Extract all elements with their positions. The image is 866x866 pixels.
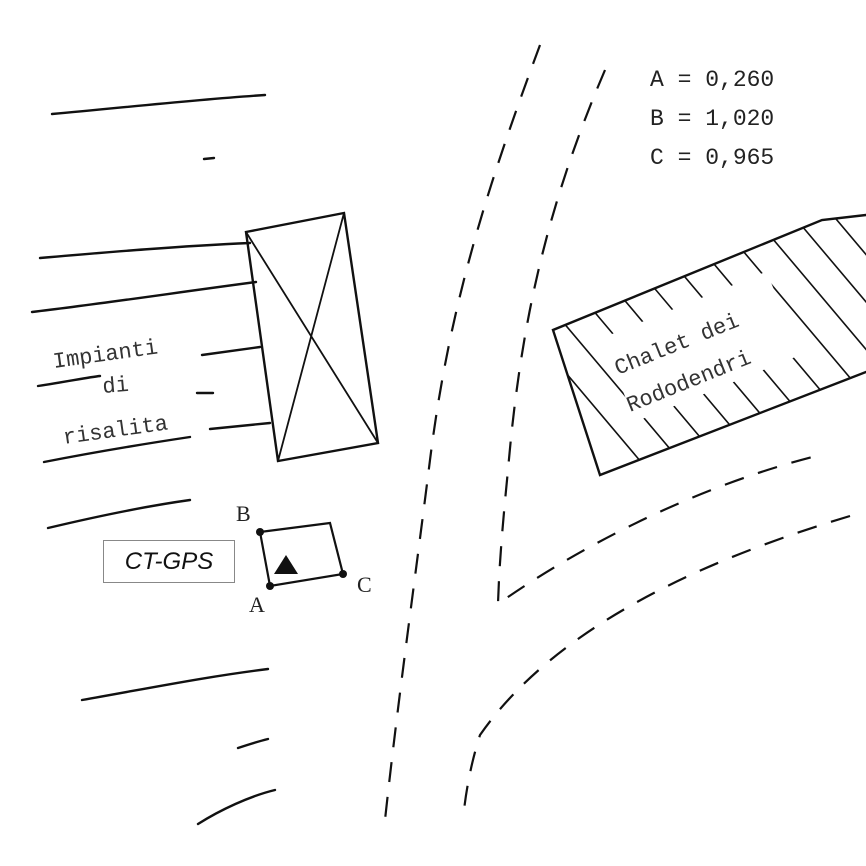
slope-line <box>30 280 258 314</box>
corner-label-a: A <box>249 592 265 617</box>
slope-line <box>42 435 192 464</box>
slope-line <box>36 374 102 388</box>
slope-line <box>38 241 252 260</box>
lift-building-cross <box>245 231 379 444</box>
chalet-building <box>551 213 866 477</box>
slope-line <box>208 421 272 431</box>
lift-building-cross <box>277 212 345 462</box>
chalet-outline <box>551 213 866 477</box>
corner-point-c <box>339 570 347 578</box>
gps-triangle-icon <box>274 555 298 574</box>
road-edge-middle <box>496 69 821 607</box>
measurement-b: B = 1,020 <box>650 106 774 132</box>
measurement-a: A = 0,260 <box>650 67 774 93</box>
slope-line <box>46 498 192 530</box>
dashed-paths <box>383 44 851 821</box>
measurement-c: C = 0,965 <box>650 145 774 171</box>
slope-line <box>80 667 270 702</box>
corner-label-b: B <box>236 501 251 526</box>
road-edge-right <box>462 514 851 811</box>
corner-point-a <box>266 582 274 590</box>
lift-label: Impianti di risalita <box>51 335 169 450</box>
slope-line <box>202 156 216 161</box>
chalet-label-bg <box>601 271 801 422</box>
corner-label-c: C <box>357 572 372 597</box>
slope-line <box>200 345 262 357</box>
lift-label-line2: di <box>101 373 129 400</box>
ct-gps-label: CT-GPS <box>103 540 235 583</box>
gps-station-outline <box>258 521 345 588</box>
lift-label-line3: risalita <box>61 411 169 450</box>
gps-station <box>256 521 347 590</box>
corner-point-b <box>256 528 264 536</box>
slope-line <box>196 788 277 826</box>
road-edge-left <box>383 44 542 821</box>
slope-lines <box>30 93 277 826</box>
lift-label-line1: Impianti <box>51 335 159 374</box>
lift-building <box>244 211 380 463</box>
slope-line <box>236 737 270 750</box>
slope-line <box>50 93 267 116</box>
measurement-legend: A = 0,260 B = 1,020 C = 0,965 <box>650 67 774 171</box>
gps-corner-labels: B A C <box>236 501 372 617</box>
